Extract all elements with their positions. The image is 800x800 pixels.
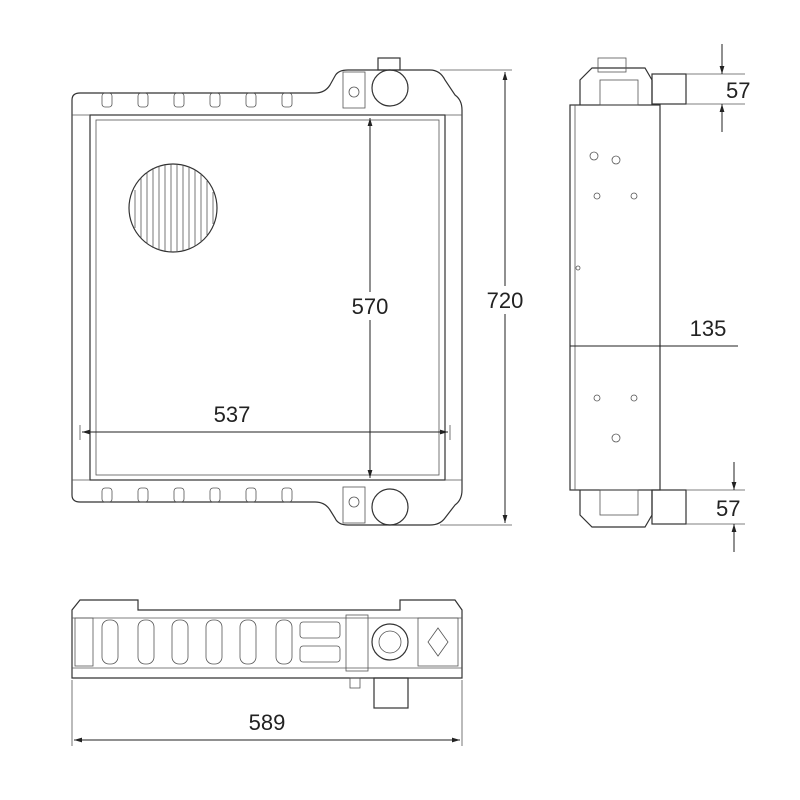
front-view: 720 570 537 [71,57,530,526]
dimension-720: 720 [440,69,530,526]
dimension-135: 135 [570,316,738,347]
dimension-57-bottom: 57 [686,462,745,552]
top-view: 589 [71,599,463,746]
filler-cap-top [342,57,409,109]
dimension-57-top: 57 [686,44,750,132]
dimension-537: 537 [79,402,451,440]
side-view: 135 57 57 [569,44,750,552]
dimension-label-570: 570 [352,294,389,319]
dimension-label-57-top: 57 [726,78,750,103]
dimension-label-720: 720 [487,288,524,313]
dimension-label-57-bottom: 57 [716,496,740,521]
dimension-label-135: 135 [690,316,727,341]
tank-slots [101,619,293,665]
mounting-holes [575,151,638,443]
fan-grill [128,163,218,253]
bottom-tank-slots [101,487,293,503]
outlet-bottom [342,486,409,526]
dimension-589: 589 [71,680,463,746]
dimension-570: 570 [344,118,396,478]
dimension-label-589: 589 [249,710,286,735]
top-tank-slots [101,92,293,108]
dimension-label-537: 537 [214,402,251,427]
